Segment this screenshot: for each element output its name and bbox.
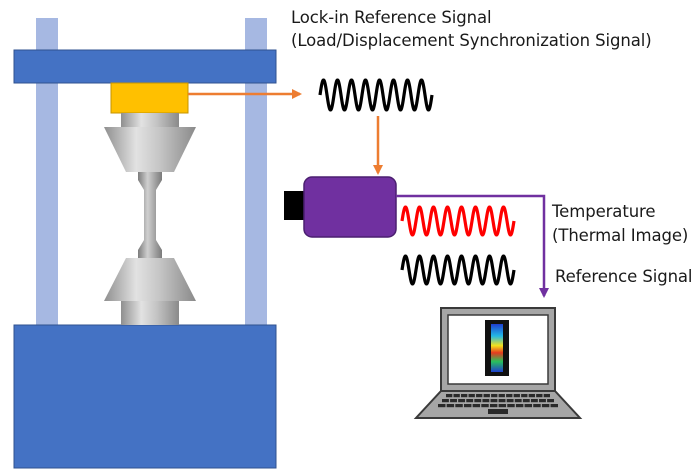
keyboard-key: [472, 404, 481, 408]
keyboard-key: [491, 394, 498, 398]
keyboard-key: [522, 399, 530, 403]
temperature-label: Temperature: [552, 202, 656, 221]
touchpad: [488, 409, 508, 414]
keyboard-key: [483, 394, 490, 398]
keyboard-key: [446, 394, 453, 398]
keyboard-key: [461, 394, 468, 398]
keyboard-key: [543, 394, 550, 398]
keyboard-key: [550, 404, 558, 408]
laptop: [413, 307, 583, 419]
upper-grip-shaft: [121, 113, 179, 127]
keyboard-key: [530, 399, 538, 403]
specimen: [138, 172, 162, 258]
right-column: [245, 18, 267, 330]
thermal-image-label: (Thermal Image): [552, 226, 689, 245]
keyboard-key: [450, 399, 457, 403]
reference-signal-wave: [400, 254, 516, 286]
keyboard-key: [498, 394, 505, 398]
keyboard-key: [468, 394, 475, 398]
keyboard-key: [506, 399, 514, 403]
keyboard-key: [442, 399, 449, 403]
camera-body: [303, 176, 397, 238]
keyboard-key: [547, 399, 554, 403]
keyboard-key: [476, 394, 483, 398]
keyboard-key: [536, 394, 543, 398]
lower-grip-shaft: [121, 301, 179, 325]
lockin-reference-wave: [318, 78, 434, 112]
camera-to-laptop-line: [396, 194, 549, 298]
upper-grip-jaw: [104, 127, 196, 172]
keyboard-key: [506, 394, 513, 398]
keyboard-key: [474, 399, 482, 403]
keyboard-key: [438, 404, 446, 408]
keyboard-key: [489, 404, 498, 408]
keyboard-key: [528, 394, 535, 398]
keyboard-key: [507, 404, 515, 408]
testing-machine: [13, 18, 277, 469]
keyboard-key: [524, 404, 533, 408]
keyboard-key: [498, 399, 506, 403]
crosshead: [13, 49, 277, 84]
keyboard-key: [463, 404, 472, 408]
keyboard-key: [455, 404, 463, 408]
machine-base: [13, 324, 277, 469]
keyboard-key: [490, 399, 498, 403]
keyboard-key: [515, 404, 524, 408]
keyboard-key: [453, 394, 460, 398]
left-column: [36, 18, 58, 330]
keyboard-key: [533, 404, 541, 408]
keyboard-key: [458, 399, 466, 403]
lower-grip-jaw: [104, 258, 196, 301]
keyboard-key: [541, 404, 550, 408]
load-cell: [110, 82, 189, 114]
keyboard-key: [446, 404, 455, 408]
reference-signal-label: Reference Signal: [555, 267, 693, 286]
temperature-wave: [400, 205, 516, 237]
keyboard-key: [514, 399, 522, 403]
keyboard-key: [521, 394, 528, 398]
lockin-signal-title: Lock-in Reference Signal: [291, 8, 492, 27]
infrared-camera: [284, 176, 397, 238]
keyboard-key: [498, 404, 507, 408]
lockin-signal-subtitle: (Load/Displacement Synchronization Signa…: [291, 31, 652, 50]
thermal-image: [491, 324, 503, 372]
keyboard-key: [513, 394, 520, 398]
keyboard-keys: [438, 394, 558, 408]
keyboard-key: [481, 404, 489, 408]
keyboard-key: [466, 399, 474, 403]
laptop-keyboard-deck: [413, 390, 583, 419]
keyboard-key: [482, 399, 490, 403]
keyboard-key: [539, 399, 546, 403]
